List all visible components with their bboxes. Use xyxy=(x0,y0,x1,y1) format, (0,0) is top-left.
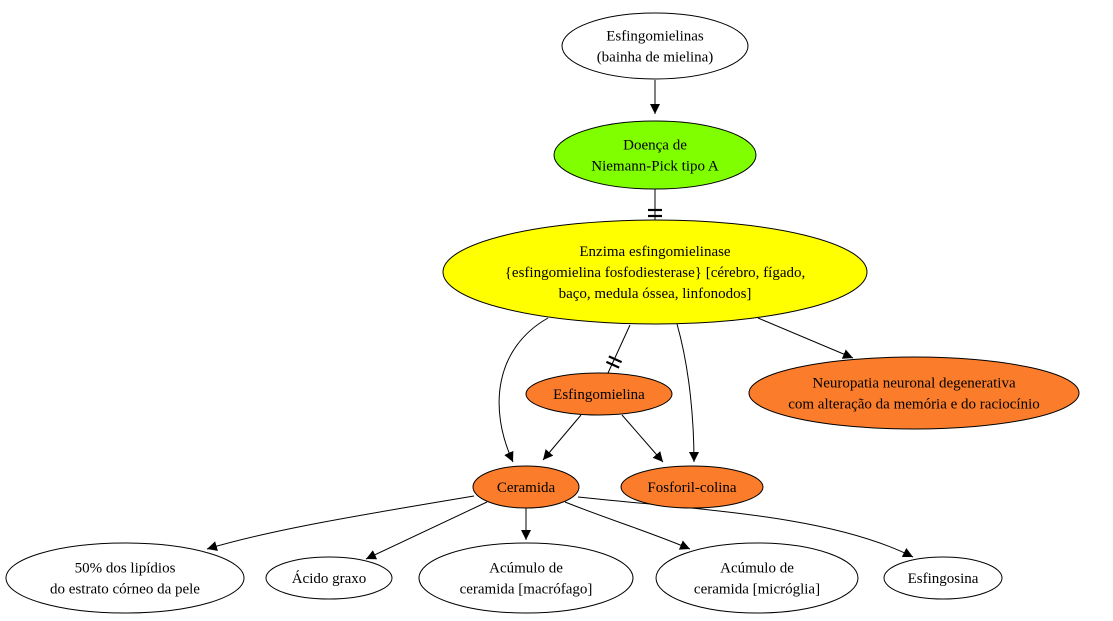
node-label: baço, medula óssea, linfonodos] xyxy=(559,286,752,302)
edge-enzima-to-neuropatia xyxy=(757,317,854,359)
node-shape xyxy=(265,556,393,600)
node-label: Ácido graxo xyxy=(292,570,367,587)
node-shape xyxy=(655,542,859,614)
edge-ceramida-to-lipidios xyxy=(206,495,475,551)
node-shape xyxy=(553,120,757,190)
edge-ceramida-to-acumulo-microglia xyxy=(564,501,691,550)
node-label: ceramida [macrófago] xyxy=(460,582,593,598)
node-label: com alteração da memória e do raciocínio xyxy=(788,397,1040,413)
node-shape xyxy=(883,556,1003,600)
inhibition-mark xyxy=(648,208,662,218)
node-label: ceramida [micróglia] xyxy=(694,582,820,598)
node-enzima: Enzima esfingomielinase {esfingomielina f… xyxy=(442,219,868,325)
inhibition-mark xyxy=(605,355,623,369)
node-label: Enzima esfingomielinase xyxy=(579,244,731,260)
node-label: Fosforil-colina xyxy=(647,480,736,496)
node-label: do estrato córneo da pele xyxy=(50,582,200,598)
node-shape xyxy=(620,465,764,509)
node-label: Acúmulo de xyxy=(720,561,794,577)
edge-esfingomielina-to-fosforil-colina xyxy=(621,414,664,463)
edge-enzima-to-esfingomielina xyxy=(605,324,631,374)
node-neuropatia: Neuropatia neuronal degenerativa com alte… xyxy=(748,356,1080,430)
node-acumulo-macrofago: Acúmulo de ceramida [macrófago] xyxy=(418,542,634,614)
node-shape xyxy=(5,542,245,614)
node-shape xyxy=(442,219,868,325)
edge-enzima-to-fosforil-colina xyxy=(676,323,699,463)
node-shape xyxy=(561,12,749,80)
node-label: (bainha de mielina) xyxy=(597,50,714,66)
node-niemann-pick: Doença de Niemann-Pick tipo A xyxy=(553,120,757,190)
node-shape xyxy=(472,465,580,509)
node-label: Niemann-Pick tipo A xyxy=(591,159,719,175)
node-label: Esfingosina xyxy=(908,571,979,587)
node-label: Acúmulo de xyxy=(489,561,563,577)
node-acumulo-microglia: Acúmulo de ceramida [micróglia] xyxy=(655,542,859,614)
edge-enzima-to-ceramida xyxy=(498,317,549,463)
edges-layer xyxy=(206,80,914,560)
nodes-layer: Esfingomielinas (bainha de mielina) Doença… xyxy=(5,12,1080,614)
node-shape xyxy=(748,356,1080,430)
edge-ceramida-to-acido-graxo xyxy=(365,501,488,560)
node-label: Neuropatia neuronal degenerativa xyxy=(812,376,1016,392)
edge-esfingomielina-to-ceramida xyxy=(542,414,582,461)
node-esfingosina: Esfingosina xyxy=(883,556,1003,600)
node-shape xyxy=(525,372,673,416)
node-ceramida: Ceramida xyxy=(472,465,580,509)
node-acido-graxo: Ácido graxo xyxy=(265,556,393,600)
node-label: Doença de xyxy=(623,138,687,154)
node-label: 50% dos lipídios xyxy=(75,561,176,577)
node-label: Esfingomielinas xyxy=(606,29,704,45)
edge-niemann-pick-to-enzima xyxy=(648,189,662,220)
node-shape xyxy=(418,542,634,614)
node-lipidios: 50% dos lipídios do estrato córneo da pel… xyxy=(5,542,245,614)
edge-ceramida-to-esfingosina xyxy=(577,496,914,558)
node-label: Esfingomielina xyxy=(553,387,645,403)
node-esfingomielina: Esfingomielina xyxy=(525,372,673,416)
node-label: {esfingomielina fosfodiesterase} [cérebr… xyxy=(505,265,806,281)
node-fosforil-colina: Fosforil-colina xyxy=(620,465,764,509)
node-label: Ceramida xyxy=(497,480,556,496)
node-esfingomielinas: Esfingomielinas (bainha de mielina) xyxy=(561,12,749,80)
